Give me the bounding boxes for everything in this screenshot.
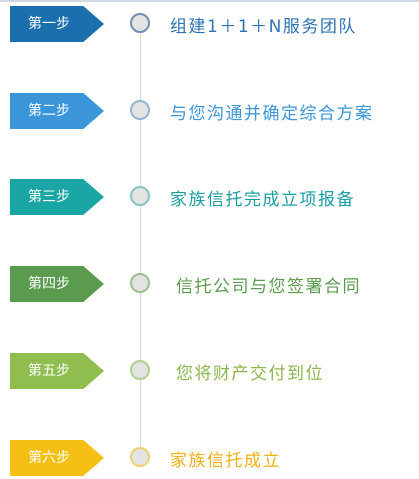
timeline-line — [140, 24, 141, 464]
step-1-marker — [130, 13, 150, 33]
step-2-badge: 第二步 — [10, 93, 104, 129]
step-3-marker — [130, 186, 150, 206]
step-5-badge: 第五步 — [10, 353, 104, 389]
step-5-label: 第五步 — [28, 363, 70, 379]
step-6-text: 家族信托成立 — [170, 451, 281, 471]
step-4-label: 第四步 — [28, 276, 70, 292]
step-5-marker — [130, 360, 150, 380]
step-3-text: 家族信托完成立项报备 — [170, 190, 355, 210]
step-1-text: 组建1＋1＋N服务团队 — [170, 17, 357, 37]
step-2-text: 与您沟通并确定综合方案 — [170, 104, 374, 124]
step-6: 第六步 家族信托成立 — [0, 438, 419, 478]
step-5-text: 您将财产交付到位 — [176, 364, 324, 384]
step-1-label: 第一步 — [28, 16, 70, 32]
step-1-badge: 第一步 — [10, 6, 104, 42]
step-6-marker — [130, 447, 150, 467]
step-4-marker — [130, 273, 150, 293]
step-2: 第二步 与您沟通并确定综合方案 — [0, 91, 419, 131]
step-3-label: 第三步 — [28, 189, 70, 205]
step-2-label: 第二步 — [28, 103, 70, 119]
step-4-badge: 第四步 — [10, 266, 104, 302]
step-5: 第五步 您将财产交付到位 — [0, 351, 419, 391]
step-3: 第三步 家族信托完成立项报备 — [0, 177, 419, 217]
step-2-marker — [130, 100, 150, 120]
step-4: 第四步 信托公司与您签署合同 — [0, 264, 419, 304]
step-4-text: 信托公司与您签署合同 — [176, 277, 361, 297]
step-6-badge: 第六步 — [10, 440, 104, 476]
step-6-label: 第六步 — [28, 450, 70, 466]
step-1: 第一步 组建1＋1＋N服务团队 — [0, 4, 419, 44]
top-border — [0, 0, 419, 2]
step-3-badge: 第三步 — [10, 179, 104, 215]
